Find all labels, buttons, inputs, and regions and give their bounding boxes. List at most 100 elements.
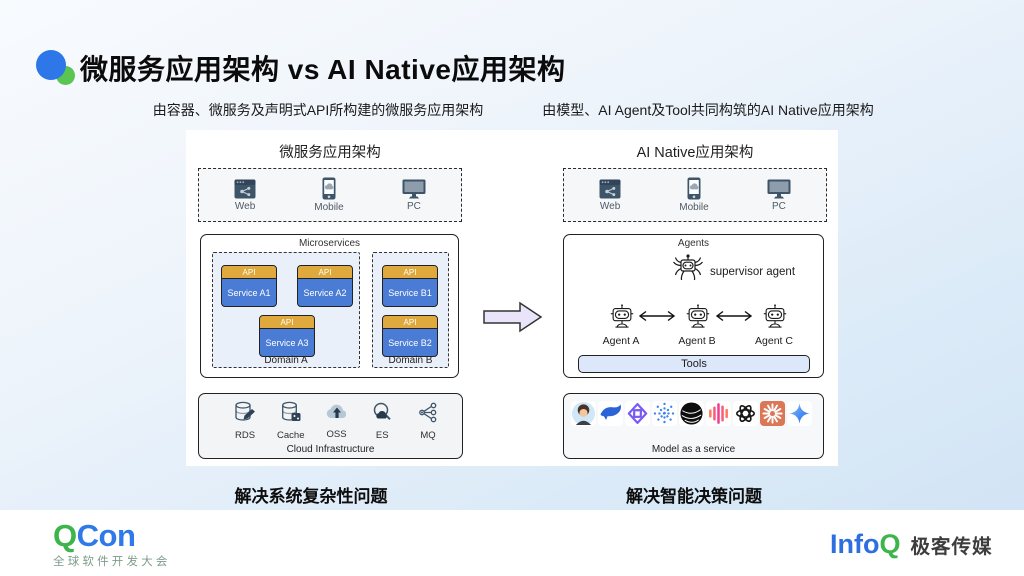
agents-box: Agents supervisor agent Agent A Agent B xyxy=(563,234,824,378)
service-a2: API Service A2 xyxy=(297,265,353,307)
client-web: Web xyxy=(234,179,256,212)
left-caption: 解决系统复杂性问题 xyxy=(234,487,388,506)
subtitle-left: 由容器、微服务及声明式API所构建的微服务应用架构 xyxy=(152,102,484,118)
agent-b-label: Agent B xyxy=(678,335,716,347)
service-name: Service A1 xyxy=(227,288,271,298)
cloud-infrastructure-label: Cloud Infrastructure xyxy=(286,444,375,455)
agent-c-label: Agent C xyxy=(755,335,793,347)
web-icon xyxy=(234,179,256,199)
client-label: PC xyxy=(771,200,786,212)
qcon-q: Q xyxy=(53,518,77,553)
digital-human-logo-icon xyxy=(571,401,596,426)
gemini-star-logo-icon xyxy=(787,401,812,426)
agent-a-icon xyxy=(608,303,636,336)
service-b1: API Service B1 xyxy=(382,265,438,307)
microservices-box: Microservices API Service A1 API Service… xyxy=(200,234,459,378)
sound-wave-logo-icon xyxy=(706,401,731,426)
client-label: Mobile xyxy=(679,202,709,213)
domain-a: API Service A1 API Service A2 API Servic… xyxy=(212,252,360,368)
api-label: API xyxy=(383,316,437,329)
api-label: API xyxy=(383,266,437,279)
domain-b: API Service B1 API Service B2 Domain B xyxy=(372,252,449,368)
client-pc: PC xyxy=(767,179,791,212)
es-icon xyxy=(371,401,393,429)
infra-label: MQ xyxy=(420,430,436,441)
supervisor-agent-label: supervisor agent xyxy=(710,266,796,278)
service-name: Service A2 xyxy=(303,288,347,298)
client-label: Web xyxy=(234,200,256,212)
claude-logo-icon xyxy=(760,401,785,426)
service-name: Service A3 xyxy=(265,338,309,348)
infra-item-oss: OSS xyxy=(317,401,357,441)
infra-item-cache: Cache xyxy=(271,401,311,441)
infoq-info: Info xyxy=(830,529,880,559)
openai-logo-icon xyxy=(733,401,758,426)
model-logos-row xyxy=(571,401,812,426)
client-label: PC xyxy=(406,200,421,212)
mobile-icon xyxy=(687,177,701,200)
client-mobile: Mobile xyxy=(679,177,709,213)
rds-icon xyxy=(233,401,257,429)
web-icon xyxy=(599,179,621,199)
transition-arrow-icon xyxy=(482,300,544,339)
infoq-q: Q xyxy=(879,529,901,559)
domain-a-label: Domain A xyxy=(264,355,308,366)
infra-item-mq: MQ xyxy=(408,401,448,441)
infra-item-rds: RDS xyxy=(225,401,265,441)
snowflake-dots-logo-icon xyxy=(652,401,677,426)
qwen-knot-logo-icon xyxy=(625,401,650,426)
infra-label: ES xyxy=(375,430,389,441)
subtitle-right: 由模型、AI Agent及Tool共同构筑的AI Native应用架构 xyxy=(542,102,874,118)
client-mobile: Mobile xyxy=(314,177,344,213)
infra-items: RDS Cache OSS xyxy=(225,401,448,441)
qcon-wordmark: QCon xyxy=(53,518,171,553)
mq-icon xyxy=(417,401,439,429)
service-name: Service B1 xyxy=(388,288,432,298)
infra-label: Cache xyxy=(277,430,305,441)
service-name: Service B2 xyxy=(388,338,432,348)
cache-icon xyxy=(280,401,302,429)
right-diagram-title: AI Native应用架构 xyxy=(636,145,754,161)
diagram-panel: 微服务应用架构 Web Mobile PC Mi xyxy=(186,130,838,466)
infoq-media-label: 极客传媒 xyxy=(910,536,993,558)
service-a3: API Service A3 xyxy=(259,315,315,357)
client-label: Mobile xyxy=(314,202,344,213)
agent-c-icon xyxy=(761,303,789,336)
infra-item-es: ES xyxy=(362,401,402,441)
service-a1: API Service A1 xyxy=(221,265,277,307)
model-as-a-service-box: Model as a service xyxy=(563,393,824,459)
agent-a-label: Agent A xyxy=(602,335,640,347)
cloud-infrastructure-box: RDS Cache OSS xyxy=(198,393,463,459)
agents-title: Agents xyxy=(677,238,710,249)
left-diagram-title: 微服务应用架构 xyxy=(279,145,381,161)
double-arrow-icon xyxy=(636,309,678,328)
oss-icon xyxy=(325,401,349,428)
api-label: API xyxy=(222,266,276,279)
double-arrow-icon xyxy=(713,309,755,328)
microservices-title: Microservices xyxy=(298,238,361,249)
right-clients-box: Web Mobile PC xyxy=(563,168,827,222)
pc-icon xyxy=(767,179,791,199)
mobile-icon xyxy=(322,177,336,200)
agent-b-icon xyxy=(684,303,712,336)
infra-label: OSS xyxy=(326,429,347,440)
qcon-logo: QCon 全球软件开发大会 xyxy=(53,518,171,569)
infra-label: RDS xyxy=(234,430,256,441)
logo-blue-dot-icon xyxy=(36,50,66,80)
client-web: Web xyxy=(599,179,621,212)
supervisor-agent-icon xyxy=(671,253,705,290)
deepseek-whale-logo-icon xyxy=(598,401,623,426)
qcon-con: Con xyxy=(76,518,136,553)
qcon-subtitle: 全球软件开发大会 xyxy=(53,556,171,568)
model-as-a-service-label: Model as a service xyxy=(651,444,736,455)
api-label: API xyxy=(260,316,314,329)
dark-sphere-logo-icon xyxy=(679,401,704,426)
left-clients-box: Web Mobile PC xyxy=(198,168,462,222)
domain-b-label: Domain B xyxy=(388,355,433,366)
service-b2: API Service B2 xyxy=(382,315,438,357)
client-pc: PC xyxy=(402,179,426,212)
tools-bar: Tools xyxy=(578,355,810,373)
api-label: API xyxy=(298,266,352,279)
